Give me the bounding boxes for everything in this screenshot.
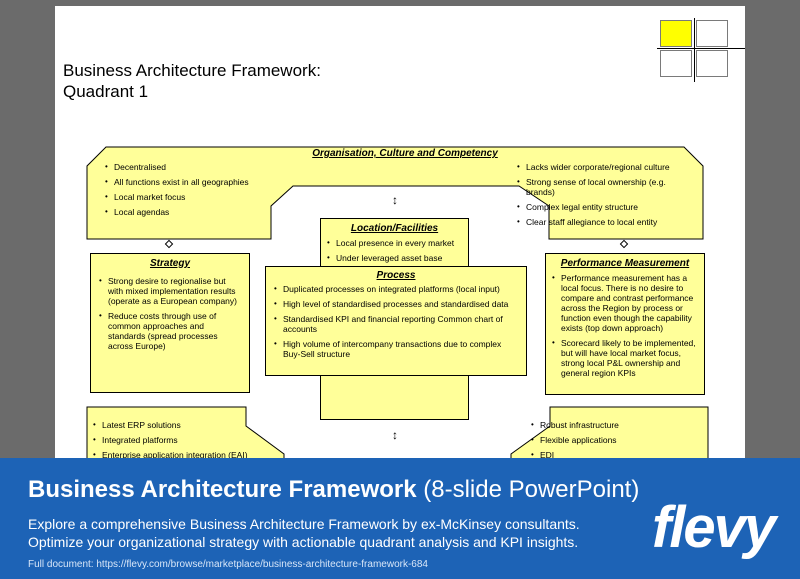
location-list: Local presence in every market Under lev… [325, 238, 464, 263]
organisation-title: Organisation, Culture and Competency [312, 148, 498, 159]
full-document-link[interactable]: Full document: https://flevy.com/browse/… [28, 559, 428, 570]
quadrant-cell-2 [696, 20, 728, 47]
promo-banner: Business Architecture Framework (8-slide… [0, 458, 800, 579]
list-item: Local presence in every market [325, 238, 464, 248]
slide: Business Architecture Framework: Quadran… [55, 6, 745, 466]
list-item: Latest ERP solutions [91, 420, 281, 430]
slide-title: Business Architecture Framework: Quadran… [63, 61, 321, 101]
performance-list: Performance measurement has a local focu… [550, 273, 700, 378]
organisation-left-list: Decentralised All functions exist in all… [103, 162, 273, 222]
list-item: Local agendas [103, 207, 273, 217]
banner-description: Explore a comprehensive Business Archite… [28, 515, 638, 551]
list-item: High level of standardised processes and… [272, 299, 520, 309]
quadrant-axis-vertical [694, 18, 695, 82]
quadrant-cell-1 [660, 20, 692, 47]
strategy-title: Strategy [149, 258, 190, 269]
list-item: Clear staff allegiance to local entity [515, 217, 690, 227]
list-item: Strong desire to regionalise but with mi… [97, 276, 243, 306]
list-item: Decentralised [103, 162, 273, 172]
list-item: Flexible applications [529, 435, 699, 445]
performance-title: Performance Measurement [560, 258, 690, 269]
banner-title-light: (8-slide PowerPoint) [416, 476, 640, 503]
applications-list: Latest ERP solutions Integrated platform… [91, 420, 281, 465]
performance-box: Performance Measurement Performance meas… [545, 253, 705, 395]
arrow-location-lower: ↕ [392, 428, 398, 442]
list-item: EDI [529, 450, 699, 460]
process-box: Process Duplicated processes on integrat… [265, 266, 527, 376]
banner-title: Business Architecture Framework (8-slide… [28, 476, 639, 504]
list-item: Duplicated processes on integrated platf… [272, 284, 520, 294]
list-item: All functions exist in all geographies [103, 177, 273, 187]
list-item: Integrated platforms [91, 435, 281, 445]
organisation-right-list: Lacks wider corporate/regional culture S… [515, 162, 690, 232]
list-item: Lacks wider corporate/regional culture [515, 162, 690, 172]
list-item: Performance measurement has a local focu… [550, 273, 700, 333]
location-title: Location/Facilities [350, 223, 439, 234]
list-item: High volume of intercompany transactions… [272, 339, 520, 359]
quadrant-cell-4 [696, 50, 728, 77]
strategy-box: Strategy Strong desire to regionalise bu… [90, 253, 250, 393]
list-item: Under leveraged asset base [325, 253, 464, 263]
list-item: Standardised KPI and financial reporting… [272, 314, 520, 334]
strategy-list: Strong desire to regionalise but with mi… [97, 276, 243, 351]
process-list: Duplicated processes on integrated platf… [272, 284, 520, 359]
quadrant-axis-horizontal [657, 48, 745, 49]
process-title: Process [376, 270, 416, 281]
banner-title-bold: Business Architecture Framework [28, 476, 417, 503]
list-item: Enterprise application integration (EAI) [91, 450, 281, 460]
banner-desc-line-1: Explore a comprehensive Business Archite… [28, 516, 580, 532]
list-item: Complex legal entity structure [515, 202, 690, 212]
infrastructure-list: Robust infrastructure Flexible applicati… [529, 420, 699, 465]
banner-desc-line-2: Optimize your organizational strategy wi… [28, 534, 579, 550]
list-item: Scorecard likely to be implemented, but … [550, 338, 700, 378]
quadrant-cell-3 [660, 50, 692, 77]
list-item: Strong sense of local ownership (e.g. br… [515, 177, 690, 197]
list-item: Robust infrastructure [529, 420, 699, 430]
list-item: Reduce costs through use of common appro… [97, 311, 243, 351]
arrow-organisation-location: ↕ [392, 193, 398, 207]
list-item: Local market focus [103, 192, 273, 202]
flevy-logo: flevy [652, 495, 776, 560]
